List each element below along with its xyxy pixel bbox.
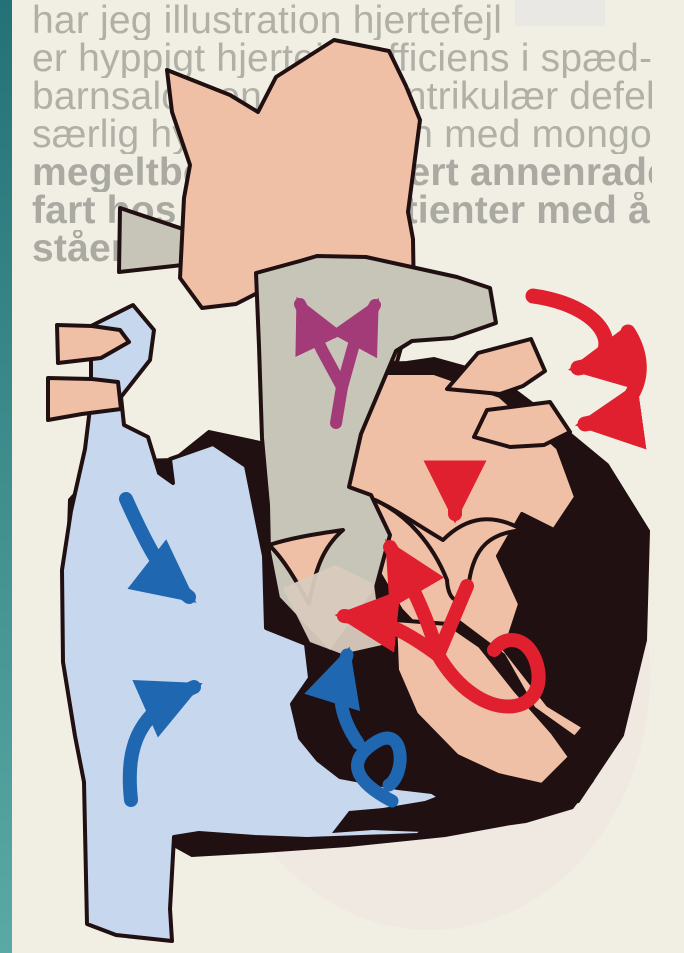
arrow-magenta-stem	[336, 387, 342, 423]
arrow-red-top-curve	[533, 296, 606, 368]
